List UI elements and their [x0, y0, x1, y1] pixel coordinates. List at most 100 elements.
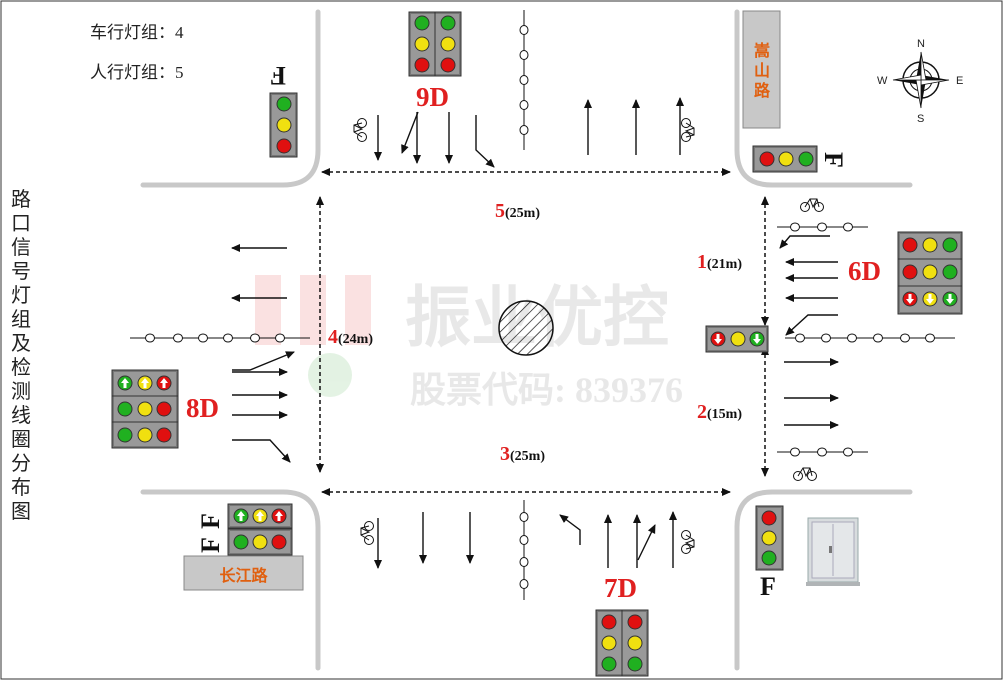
- distance-label-5: 5(25m): [495, 200, 540, 222]
- distance-label-4: 4(24m): [328, 326, 373, 348]
- compass-w: W: [877, 75, 888, 87]
- detector-loop: [145, 333, 155, 343]
- detector-loop: [250, 333, 260, 343]
- bicycle-icon: [353, 118, 367, 142]
- bicycle-icon: [360, 521, 374, 545]
- road-curbs: [140, 9, 913, 671]
- detector-loop-line: [130, 333, 310, 343]
- detector-loop: [519, 25, 529, 35]
- detector-loops: [130, 10, 955, 600]
- bicycle-icon: [793, 467, 817, 481]
- curb-nw: [140, 9, 321, 188]
- lane-arrow: [559, 514, 581, 545]
- lane-arrow: [401, 111, 419, 154]
- detector-loop-line: [777, 447, 868, 457]
- lane-arrow: [475, 115, 495, 168]
- detector-loop: [843, 447, 853, 457]
- bicycle-icon: [681, 530, 695, 554]
- f-label-north-west: F: [270, 61, 286, 90]
- detector-loop: [519, 125, 529, 135]
- detector-loop: [275, 333, 285, 343]
- curb-se: [734, 489, 913, 671]
- detector-loop-line: [785, 333, 955, 343]
- signal-head-west: [111, 369, 179, 449]
- curb-sw: [140, 489, 321, 671]
- detector-loop: [873, 333, 883, 343]
- signal-head-sw: [227, 528, 293, 556]
- compass-icon: [892, 51, 950, 109]
- lane-arrow: [637, 524, 656, 561]
- bicycle-symbols: [353, 118, 824, 554]
- road-name-changjiang: 长江路: [219, 568, 268, 585]
- detector-loop: [519, 100, 529, 110]
- lane-arrow: [779, 235, 830, 249]
- pedestrian-group-count: 人行灯组：5: [90, 63, 184, 82]
- group-label-south: 7D: [604, 573, 637, 603]
- detector-loop: [198, 333, 208, 343]
- distance-lines: [316, 168, 769, 496]
- bicycle-icon: [800, 198, 824, 212]
- lane-arrow: [232, 439, 291, 463]
- detector-loop: [519, 535, 529, 545]
- f-label-south-west-2: F: [195, 537, 225, 553]
- f-label-north-east: F: [818, 152, 848, 168]
- signal-head-sw-ped: [227, 503, 293, 529]
- detector-loop: [173, 333, 183, 343]
- detector-loop: [817, 222, 827, 232]
- detector-loop: [847, 333, 857, 343]
- signal-head-north: [408, 11, 462, 77]
- detector-loop: [519, 557, 529, 567]
- watermark: 振业优控 股票代码: 839376: [255, 275, 683, 410]
- signal-head-se: [755, 505, 784, 571]
- curb-ne: [734, 9, 913, 188]
- detector-loop: [795, 333, 805, 343]
- distance-label-3: 3(25m): [500, 443, 545, 465]
- lane-arrows: [231, 97, 839, 569]
- detector-loop: [843, 222, 853, 232]
- f-label-south-east: F: [760, 572, 776, 601]
- detector-loop: [223, 333, 233, 343]
- signal-head-nw: [269, 92, 298, 158]
- vertical-title: 路口信号灯组及检测线圈分布图: [11, 189, 31, 523]
- lane-arrow: [232, 351, 295, 371]
- distance-label-1: 1(21m): [697, 251, 742, 273]
- detector-loop-line: [519, 500, 529, 600]
- lane-arrow: [785, 314, 838, 336]
- signal-head-east: [897, 231, 963, 315]
- detector-loop-line: [519, 10, 529, 150]
- detector-loop: [925, 333, 935, 343]
- vehicle-group-count: 车行灯组：4: [90, 23, 184, 42]
- group-label-east: 6D: [848, 256, 881, 286]
- distance-label-2: 2(15m): [697, 401, 742, 423]
- watermark-sub: 股票代码: 839376: [410, 370, 683, 410]
- detector-loop: [519, 50, 529, 60]
- road-box-songshan: [742, 10, 781, 129]
- detector-loop: [790, 447, 800, 457]
- compass-e: E: [956, 75, 964, 87]
- signal-head-south: [595, 609, 649, 677]
- group-label-north: 9D: [416, 82, 449, 112]
- detector-loop: [900, 333, 910, 343]
- f-label-south-west-1: F: [195, 513, 225, 529]
- detector-loop: [519, 75, 529, 85]
- center-island: [498, 300, 554, 356]
- group-label-west: 8D: [186, 393, 219, 423]
- signal-head-ne: [752, 145, 818, 173]
- detector-loop: [519, 512, 529, 522]
- detector-loop: [821, 333, 831, 343]
- signal-heads: [111, 11, 963, 677]
- compass-s: S: [917, 113, 925, 125]
- compass-n: N: [917, 38, 925, 50]
- bicycle-icon: [681, 118, 695, 142]
- detector-loop: [519, 579, 529, 589]
- road-name-songshan: 嵩山路: [753, 43, 770, 100]
- road-box-changjiang: [183, 555, 304, 591]
- detector-loop: [817, 447, 827, 457]
- signal-head-east-ped: [705, 325, 769, 353]
- detector-loop: [790, 222, 800, 232]
- signal-controller-cabinet: [806, 517, 860, 586]
- detector-loop-line: [777, 222, 868, 232]
